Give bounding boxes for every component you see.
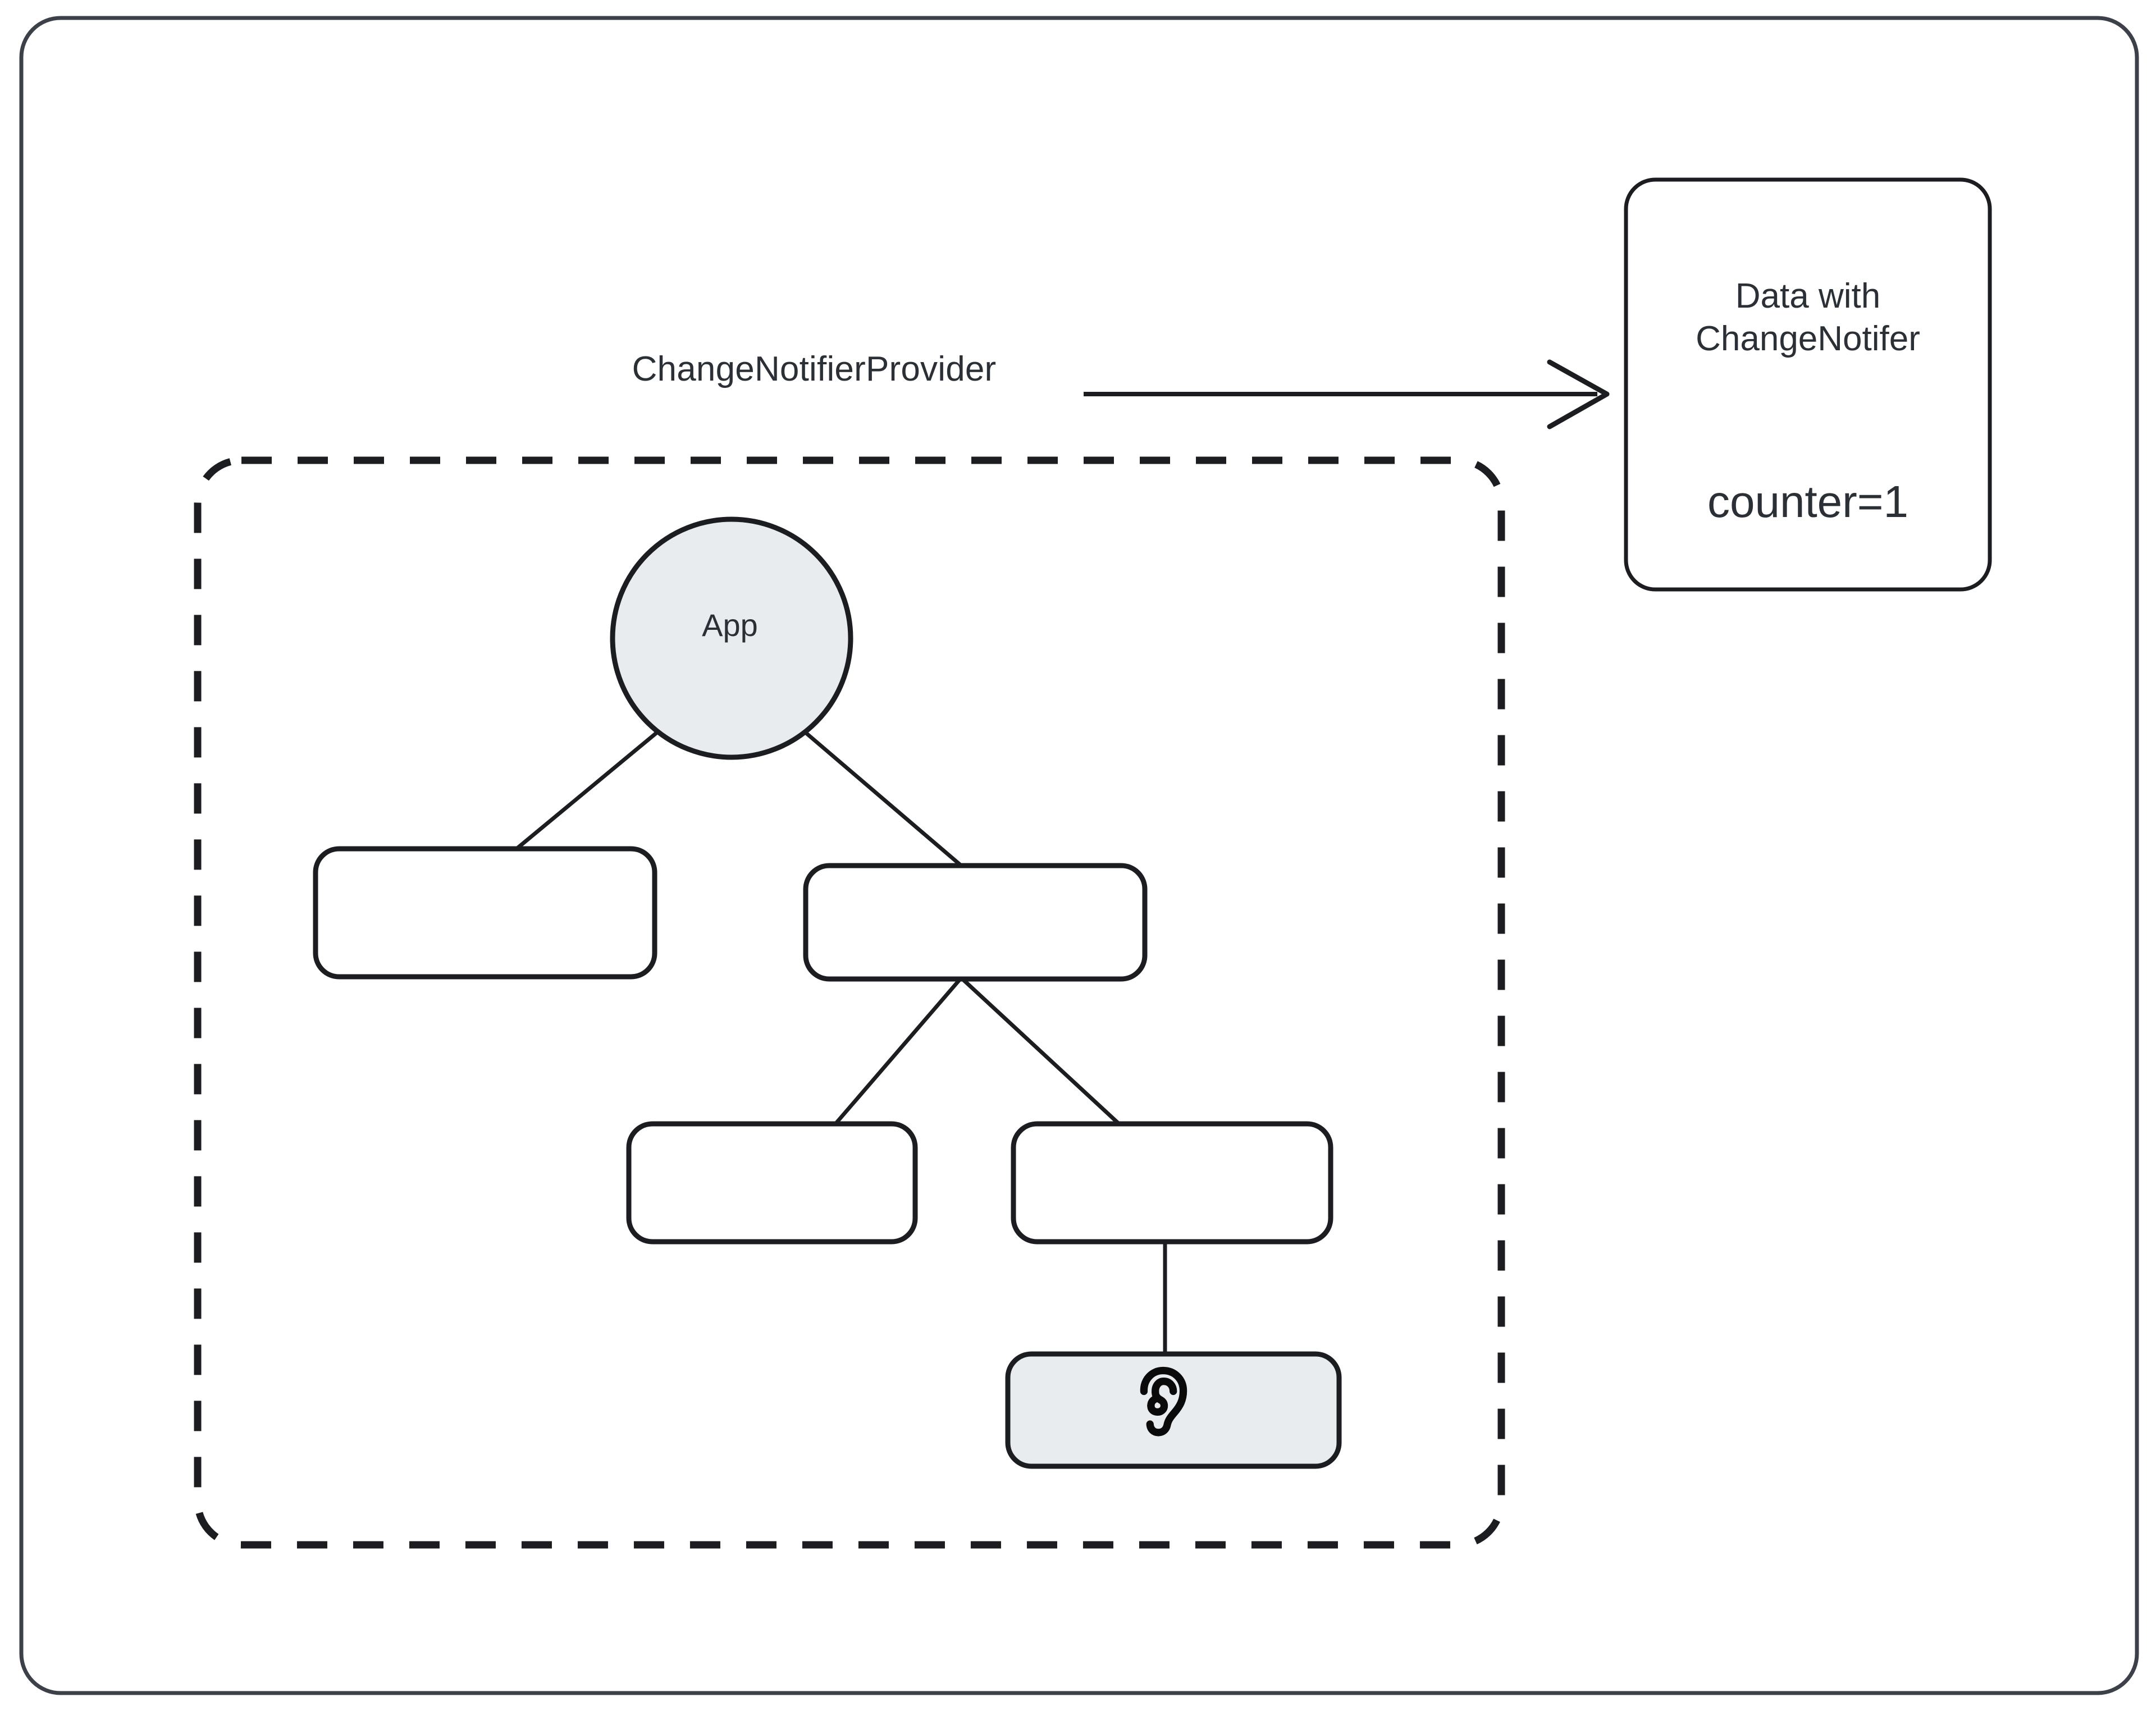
data-with-changenotifier-box[interactable]: [1624, 177, 1992, 592]
tree-node-grandchild-right[interactable]: [1011, 1121, 1333, 1245]
provider-arrow: [1084, 359, 1610, 429]
tree-node-child-right[interactable]: [803, 863, 1148, 982]
edge-app-to-child-left: [515, 725, 665, 850]
edge-child-right-to-grandchild-right: [960, 976, 1121, 1126]
tree-node-app[interactable]: [610, 516, 853, 760]
tree-edges: [515, 725, 1167, 1354]
tree-node-grandchild-left[interactable]: [626, 1121, 918, 1245]
ear-icon: [1140, 1366, 1187, 1436]
edge-app-to-child-right: [797, 725, 963, 867]
edge-child-right-to-grandchild-left: [834, 976, 963, 1126]
tree-node-child-left[interactable]: [313, 846, 657, 980]
outer-frame: [19, 16, 2139, 1695]
